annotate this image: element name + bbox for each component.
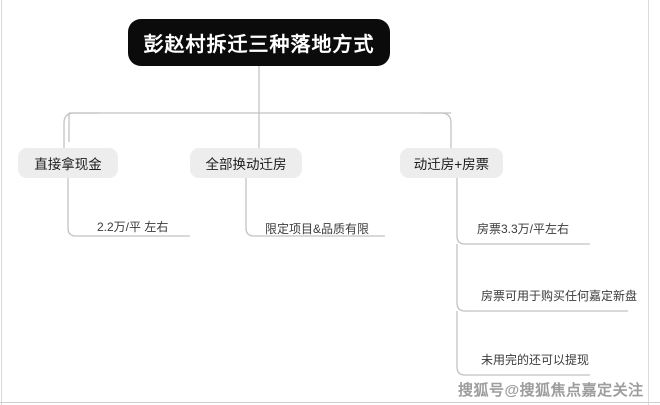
leaf-label-project-limits: 限定项目&品质有限 (265, 222, 370, 236)
leaf-label-voucher-price: 房票3.3万/平左右 (477, 222, 570, 236)
branch-node-label: 全部换动迁房 (205, 157, 287, 172)
branch-node-label: 动迁房+房票 (413, 157, 490, 172)
leaf-label-voucher-usage: 房票可用于购买任何嘉定新盘 (481, 289, 638, 303)
page-edge-right (648, 0, 649, 405)
branch-node-cash[interactable]: 直接拿现金 (18, 148, 118, 178)
page-edge-left (1, 0, 2, 405)
branch-node-label: 直接拿现金 (34, 157, 102, 172)
page-edge-bottom (0, 402, 660, 403)
leaf-label-voucher-cashout: 未用完的还可以提现 (481, 353, 590, 367)
branch-node-housing-plus-voucher[interactable]: 动迁房+房票 (400, 148, 503, 178)
branch-node-relocation-housing[interactable]: 全部换动迁房 (190, 148, 302, 178)
root-node-label: 彭赵村拆迁三种落地方式 (143, 34, 375, 56)
leaf-label-cash-price: 2.2万/平 左右 (97, 220, 169, 234)
sohu-watermark: 搜狐号@搜狐焦点嘉定关注 (458, 382, 644, 399)
root-node[interactable]: 彭赵村拆迁三种落地方式 (128, 19, 390, 66)
